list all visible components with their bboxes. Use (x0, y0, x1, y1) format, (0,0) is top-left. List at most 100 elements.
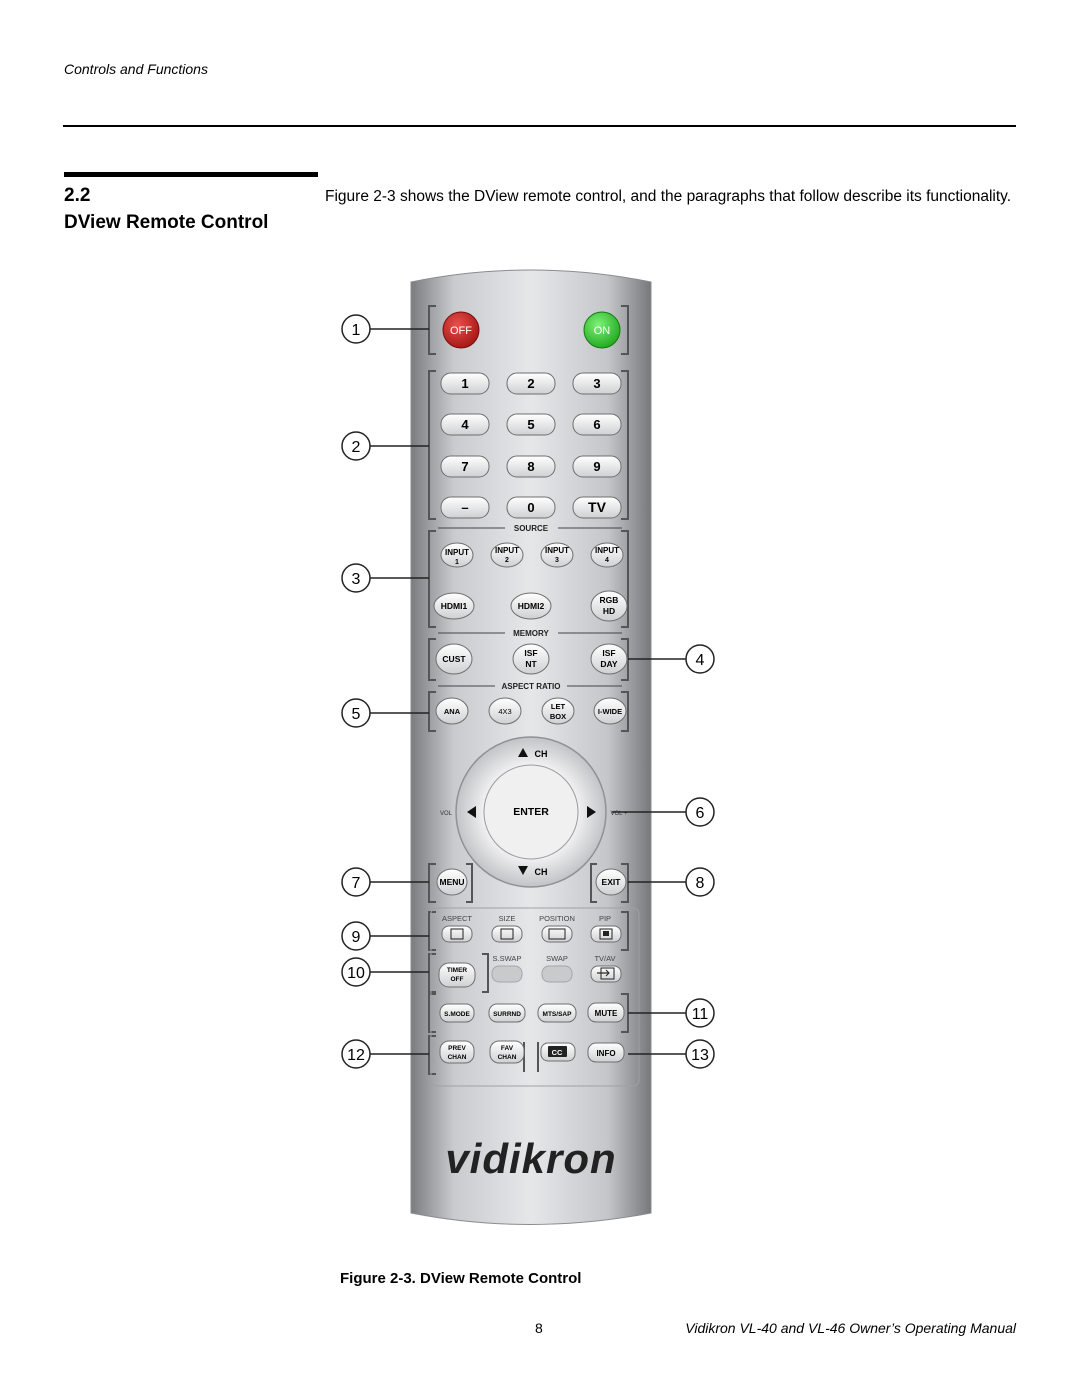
hdmi1-button[interactable]: HDMI1 (433, 592, 475, 620)
isf-day-label-2: DAY (600, 659, 617, 669)
size-button[interactable] (491, 925, 523, 943)
ch-up-label: CH (535, 749, 548, 759)
timer-label: TIMER (447, 967, 468, 974)
menu-button[interactable]: MENU (436, 868, 468, 896)
tvav-button[interactable] (590, 965, 622, 983)
fav-chan-label-2: CHAN (498, 1054, 517, 1061)
pip-button[interactable] (590, 925, 622, 943)
letbox-button[interactable]: LET BOX (541, 697, 575, 725)
input-4-button[interactable]: INPUT 4 (590, 542, 624, 568)
callout-marker: 13 (685, 1039, 715, 1069)
input-3-button[interactable]: INPUT 3 (540, 542, 574, 568)
ana-button[interactable]: ANA (435, 697, 469, 725)
iwide-button[interactable]: I-WIDE (593, 697, 627, 725)
timer-off-button[interactable]: TIMER OFF (438, 962, 476, 988)
iwide-label: I-WIDE (598, 707, 622, 716)
sswap-button[interactable] (491, 965, 523, 983)
pip-key-label: PIP (599, 914, 611, 923)
callout-number: 5 (352, 706, 361, 723)
keypad-button[interactable]: 8 (506, 455, 556, 478)
keypad-label: 4 (461, 417, 469, 432)
mtssap-button[interactable]: MTS/SAP (537, 1003, 577, 1023)
keypad-button[interactable]: 2 (506, 372, 556, 395)
callout-number: 3 (352, 571, 361, 588)
mute-button[interactable]: MUTE (587, 1002, 625, 1023)
keypad-button[interactable]: 3 (572, 372, 622, 395)
input-3-label: INPUT (545, 546, 569, 555)
keypad-button[interactable]: 9 (572, 455, 622, 478)
callout-marker: 11 (685, 998, 715, 1028)
callout-number: 11 (692, 1006, 709, 1023)
vol-left-arrow-icon[interactable] (467, 806, 476, 818)
keypad-label: 2 (527, 376, 534, 391)
tvav-key-label: TV/AV (594, 954, 615, 963)
cust-button[interactable]: CUST (435, 643, 473, 675)
callout-number: 13 (691, 1047, 709, 1064)
keypad-button[interactable]: – (440, 496, 490, 519)
aspect-ratio-label: ASPECT RATIO (502, 682, 561, 691)
off-button[interactable] (442, 311, 480, 349)
ch-up-arrow-icon[interactable] (518, 748, 528, 757)
input-4-label: INPUT (595, 546, 619, 555)
exit-button[interactable]: EXIT (595, 868, 627, 896)
input-1-label: INPUT (445, 548, 469, 557)
surrnd-button[interactable]: SURRND (488, 1003, 526, 1023)
callout-number: 6 (696, 805, 705, 822)
mute-label: MUTE (595, 1009, 618, 1018)
keypad-button[interactable]: 6 (572, 413, 622, 436)
vol-right-arrow-icon[interactable] (587, 806, 596, 818)
memory-label: MEMORY (513, 629, 549, 638)
ch-down-arrow-icon[interactable] (518, 866, 528, 875)
brand-logo: vidikron (445, 1135, 616, 1182)
pip-icon (599, 928, 613, 940)
keypad-button[interactable]: 1 (440, 372, 490, 395)
keypad-label: 8 (527, 459, 534, 474)
swap-button[interactable] (541, 965, 573, 983)
keypad-button[interactable]: 7 (440, 455, 490, 478)
on-label: ON (594, 325, 611, 337)
vol-plus-label: VOL + (611, 811, 628, 817)
keypad-button[interactable]: 5 (506, 413, 556, 436)
callout-number: 10 (347, 965, 365, 982)
rgb-label: RGB (600, 595, 619, 605)
position-button[interactable] (541, 925, 573, 943)
ana-label: ANA (444, 707, 461, 716)
4x3-button[interactable]: 4X3 (488, 697, 522, 725)
callout-marker: 10 (341, 957, 371, 987)
keypad-button[interactable]: TV (572, 496, 622, 519)
callout-marker: 2 (341, 431, 371, 461)
source-label: SOURCE (514, 524, 549, 533)
input-1-button[interactable]: INPUT 1 (440, 542, 474, 568)
header-rule (63, 125, 1016, 127)
keypad-label: 7 (461, 459, 468, 474)
on-button[interactable] (583, 311, 621, 349)
keypad-label: 3 (593, 376, 600, 391)
mtssap-label: MTS/SAP (543, 1011, 573, 1018)
keypad-button[interactable]: 4 (440, 413, 490, 436)
keypad-label: 1 (461, 376, 468, 391)
aspect-button[interactable] (441, 925, 473, 943)
prev-chan-button[interactable]: PREV CHAN (439, 1040, 475, 1064)
input-2-button[interactable]: INPUT 2 (490, 542, 524, 568)
letbox-label-2: BOX (550, 712, 566, 721)
intro-paragraph: Figure 2-3 shows the DView remote contro… (325, 188, 1012, 205)
info-button[interactable]: INFO (587, 1042, 625, 1063)
size-key-label: SIZE (499, 914, 516, 923)
figure-caption: Figure 2-3. DView Remote Control (340, 1270, 582, 1287)
smode-button[interactable]: S.MODE (439, 1003, 475, 1023)
isf-nt-button[interactable]: ISF NT (512, 643, 550, 675)
keypad-label: TV (588, 499, 607, 515)
fav-chan-label-1: FAV (501, 1045, 514, 1052)
isf-day-button[interactable]: ISF DAY (590, 643, 628, 675)
4x3-label: 4X3 (498, 707, 511, 716)
fav-chan-button[interactable]: FAV CHAN (489, 1040, 525, 1064)
callout-number: 12 (347, 1047, 365, 1064)
rgb-hd-button[interactable]: RGB HD (590, 590, 628, 622)
off-label: OFF (450, 325, 472, 337)
sswap-key-label: S.SWAP (493, 954, 522, 963)
enter-button[interactable] (483, 764, 579, 860)
keypad-button[interactable]: 0 (506, 496, 556, 519)
hdmi2-button[interactable]: HDMI2 (510, 592, 552, 620)
cc-button[interactable]: CC (540, 1042, 576, 1062)
